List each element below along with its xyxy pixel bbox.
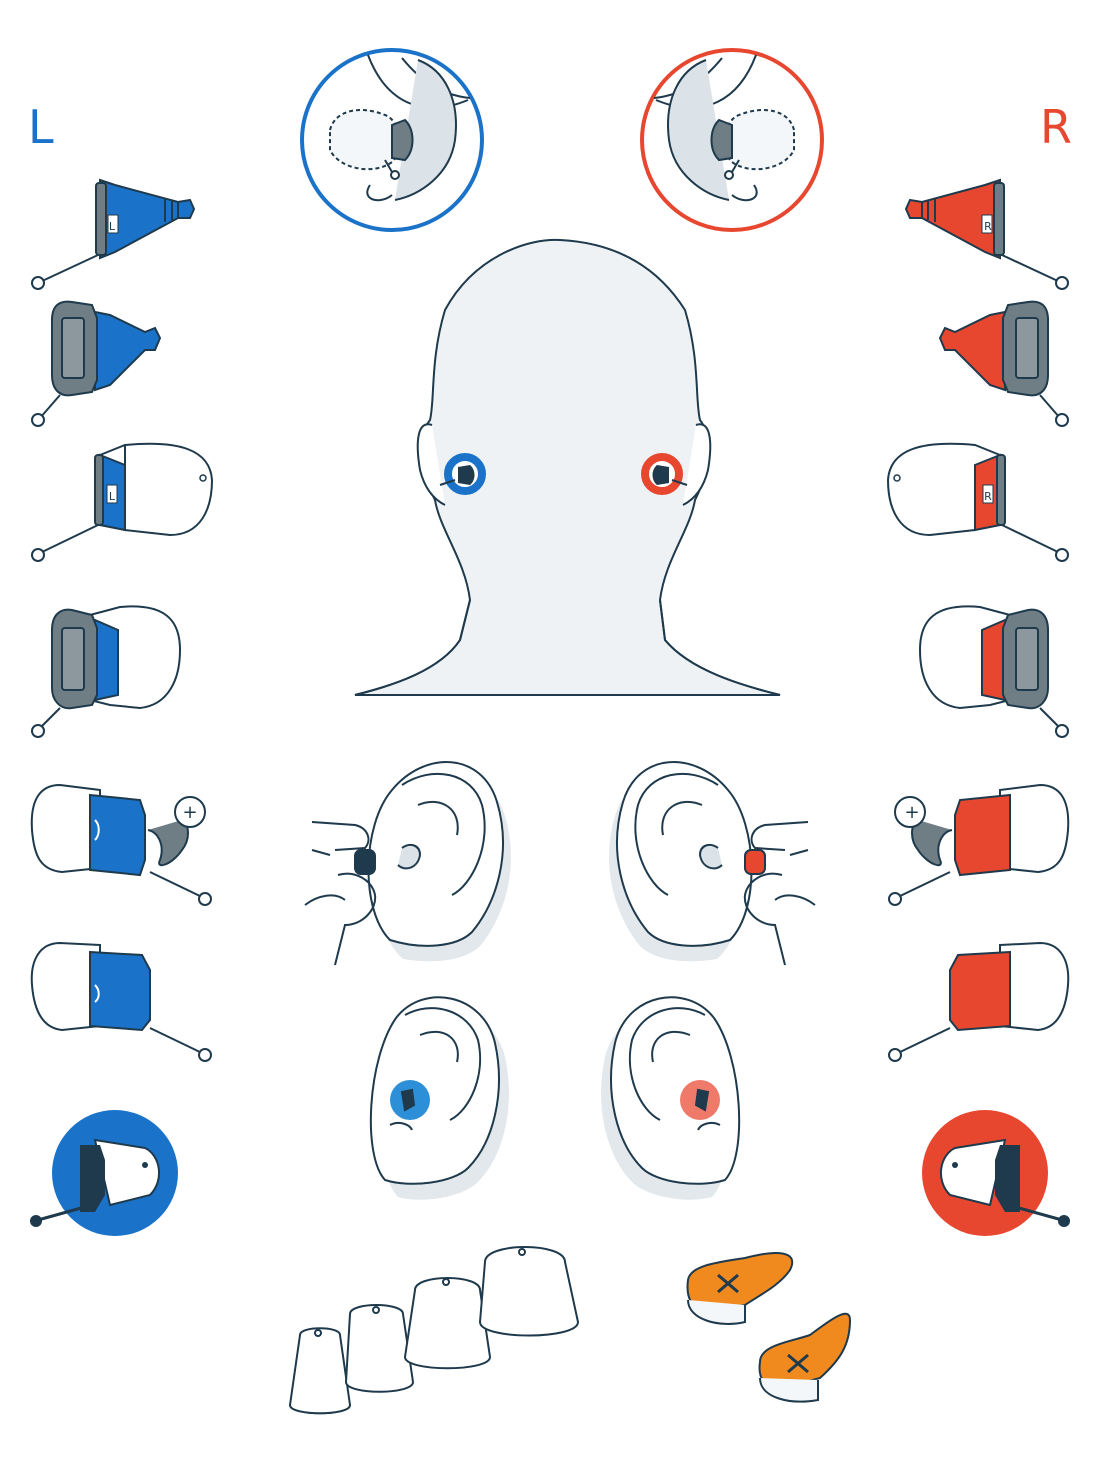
right-fit-zoom-circle — [640, 48, 824, 232]
right-ear-fitted-icon — [601, 996, 741, 1200]
left-aid-step-3 — [31, 442, 214, 562]
right-aid-step-6 — [888, 941, 1070, 1062]
left-removal-zoom-icon — [30, 1110, 178, 1236]
left-marker-1: L — [109, 220, 116, 233]
right-removal-zoom-icon — [922, 1110, 1070, 1236]
left-fit-zoom-circle — [300, 48, 484, 232]
left-ear-insertion-icon — [304, 761, 511, 966]
right-marker-2: R — [984, 490, 992, 503]
left-aid-step-1 — [31, 178, 196, 290]
battery-icon — [686, 1252, 852, 1403]
left-aid-step-4 — [31, 605, 182, 738]
right-aid-step-3 — [886, 442, 1069, 562]
battery-plus-left: + — [182, 802, 197, 823]
left-aid-step-5: + — [30, 783, 212, 906]
right-aid-step-4 — [918, 605, 1069, 738]
left-aid-step-6 — [30, 941, 212, 1062]
right-aid-step-1 — [904, 178, 1069, 290]
right-ear-insertion-icon — [609, 761, 816, 966]
right-marker-1: R — [984, 220, 992, 233]
right-aid-step-5 — [888, 783, 1070, 906]
left-aid-step-2 — [31, 300, 162, 427]
left-ear-fitted-icon — [369, 996, 509, 1200]
right-aid-step-2 — [938, 300, 1069, 427]
ear-dome-icon — [288, 1246, 580, 1415]
left-side-label: L — [28, 100, 54, 154]
left-marker-2: L — [109, 490, 116, 503]
head-back-icon — [354, 238, 781, 696]
right-side-label: R — [1040, 100, 1072, 154]
battery-plus-right: + — [904, 802, 919, 823]
